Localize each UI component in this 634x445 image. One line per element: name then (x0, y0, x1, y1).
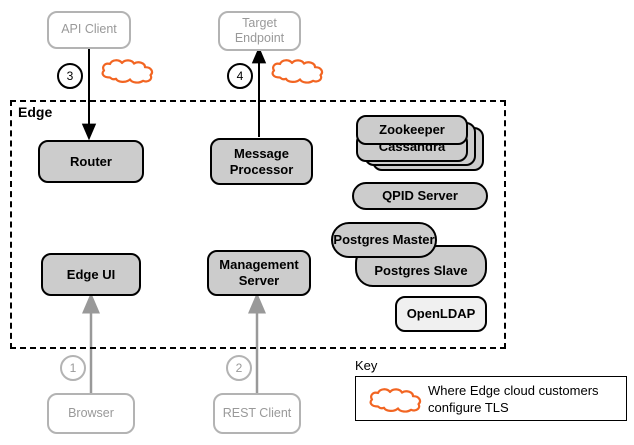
node-api-client-label: API Client (61, 22, 117, 37)
step-badge-1: 1 (60, 355, 86, 381)
node-api-client[interactable]: API Client (47, 11, 131, 49)
node-edge-ui-label: Edge UI (66, 266, 116, 282)
cloud-icon-step-3 (101, 59, 154, 84)
node-postgres-slave-label: Postgres Slave (374, 262, 468, 278)
step-badge-2-number: 2 (235, 361, 243, 375)
node-target-endpoint[interactable]: Target Endpoint (218, 11, 301, 51)
step-badge-3-number: 3 (66, 69, 74, 83)
node-management-server[interactable]: Management Server (207, 250, 311, 296)
node-target-endpoint-label-line2: Endpoint (234, 31, 285, 45)
node-management-server-label-line1: Management (219, 257, 299, 273)
node-message-processor-label-line1: Message (234, 145, 289, 161)
node-rest-client-label: REST Client (222, 405, 292, 420)
legend-box (355, 376, 627, 421)
node-message-processor[interactable]: Message Processor (210, 138, 313, 185)
node-postgres-master-label: Postgres Master (333, 232, 435, 248)
node-router[interactable]: Router (38, 140, 144, 183)
node-rest-client[interactable]: REST Client (213, 393, 301, 434)
step-badge-1-number: 1 (69, 361, 77, 375)
node-edge-ui[interactable]: Edge UI (41, 253, 141, 296)
step-badge-2: 2 (226, 355, 252, 381)
edge-boundary-label: Edge (18, 104, 53, 120)
step-badge-4: 4 (227, 63, 253, 89)
cloud-icon-step-4 (271, 59, 324, 84)
node-qpid-server-label: QPID Server (382, 188, 458, 204)
node-target-endpoint-label-line1: Target (242, 15, 277, 30)
step-badge-4-number: 4 (236, 69, 244, 83)
node-browser[interactable]: Browser (47, 393, 135, 434)
node-message-processor-label-line2: Processor (229, 161, 294, 177)
legend-title: Key (355, 358, 378, 373)
node-zookeeper[interactable]: Zookeeper (356, 115, 468, 145)
node-postgres-master[interactable]: Postgres Master (331, 222, 437, 258)
edge-boundary (10, 100, 506, 349)
node-management-server-label-line2: Server (238, 273, 280, 288)
node-openldap[interactable]: OpenLDAP (395, 296, 487, 332)
step-badge-3: 3 (57, 63, 83, 89)
node-openldap-label: OpenLDAP (406, 306, 476, 322)
node-browser-label: Browser (68, 405, 114, 420)
node-qpid-server[interactable]: QPID Server (352, 182, 488, 210)
node-zookeeper-label: Zookeeper (379, 122, 445, 138)
node-router-label: Router (70, 153, 112, 169)
cloud-icon-legend (369, 388, 422, 413)
legend-description: Where Edge cloud customers configure TLS (428, 383, 599, 415)
